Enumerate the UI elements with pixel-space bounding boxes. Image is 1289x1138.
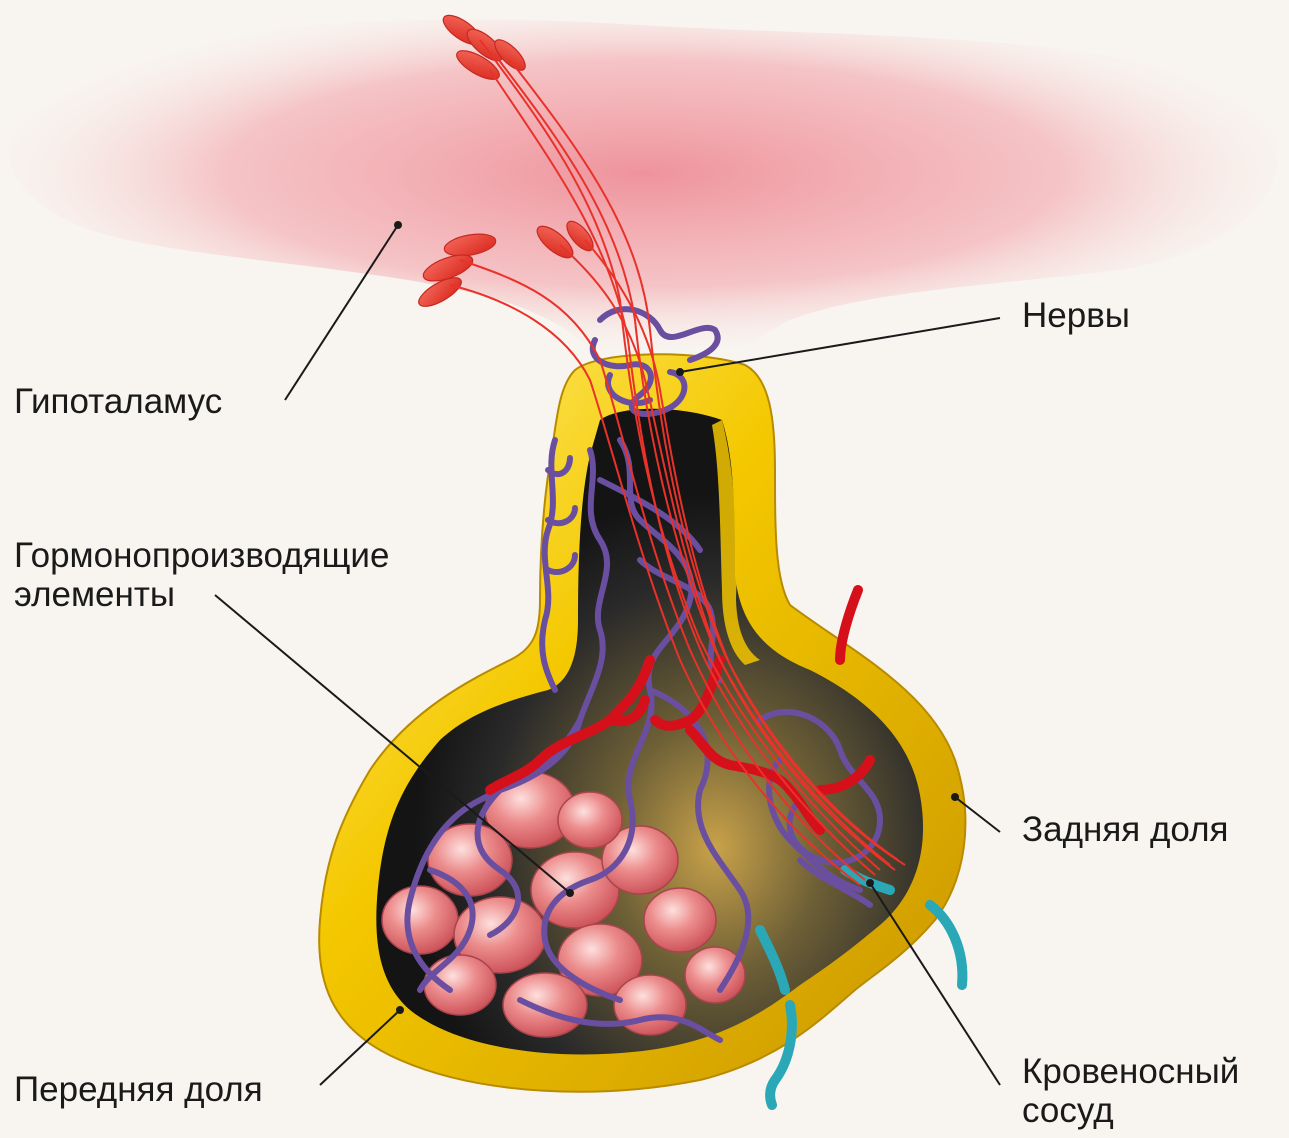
label-blood-vessel: Кровеносный сосуд (1022, 1052, 1239, 1130)
label-hormone-line1: Гормонопроизводящие (14, 536, 389, 575)
label-hypothalamus: Гипоталамус (14, 382, 222, 421)
label-anterior-lobe: Передняя доля (14, 1070, 263, 1109)
label-posterior-lobe: Задняя доля (1022, 810, 1228, 849)
label-hormone-elements: Гормонопроизводящие элементы (14, 536, 389, 614)
label-vessel-line1: Кровеносный (1022, 1052, 1239, 1091)
label-hormone-line2: элементы (14, 575, 389, 614)
label-vessel-line2: сосуд (1022, 1091, 1239, 1130)
label-nerves: Нервы (1022, 296, 1130, 335)
